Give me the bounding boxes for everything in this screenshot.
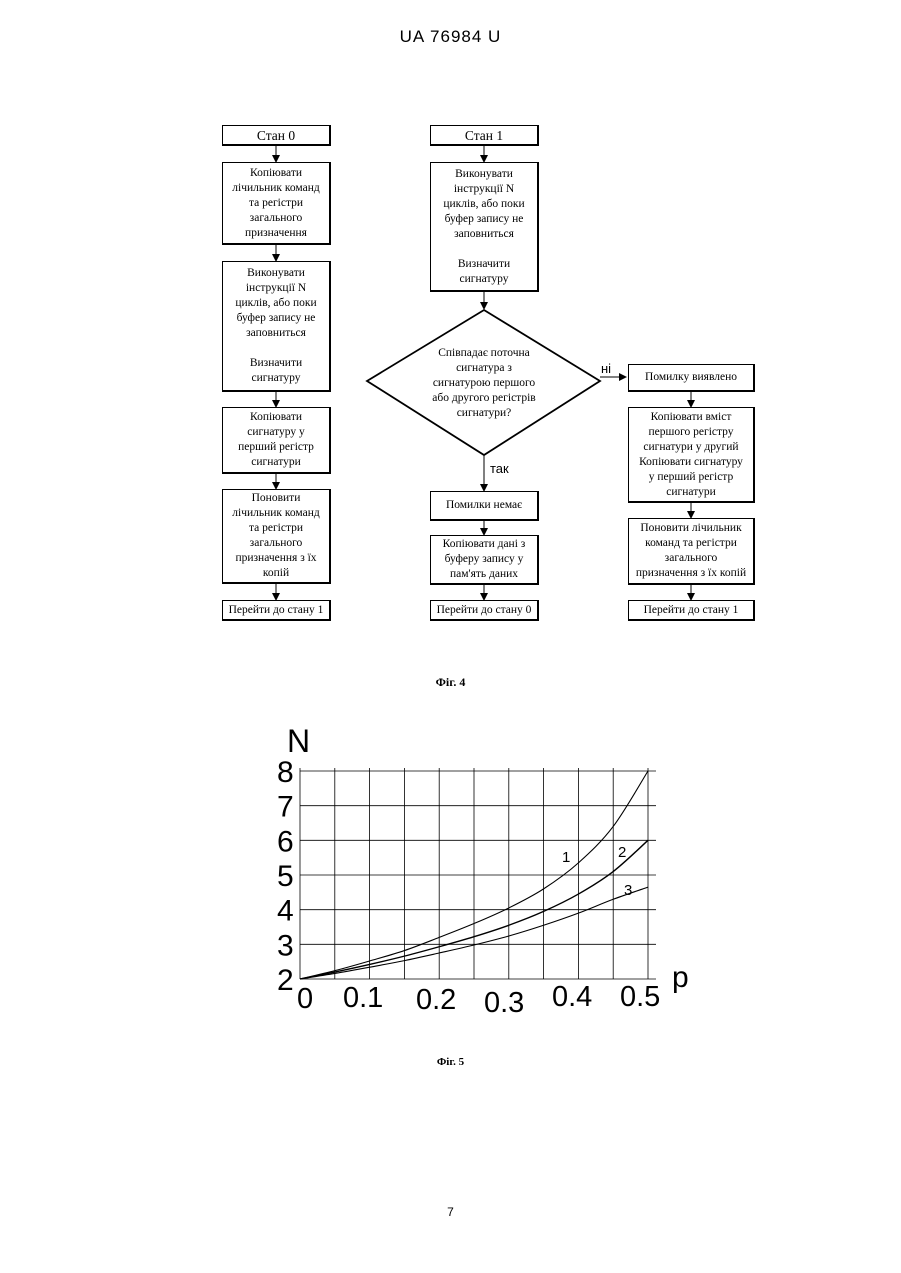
x-tick-label: 0.1: [343, 982, 383, 1014]
series-label-1: 1: [562, 849, 570, 866]
page-number: 7: [0, 1205, 901, 1219]
x-tick-label: 0.5: [620, 981, 660, 1013]
y-tick-label: 7: [277, 791, 294, 824]
y-tick-label: 2: [277, 964, 294, 997]
x-tick-label: 0.2: [416, 984, 456, 1016]
y-tick-label: 4: [277, 895, 294, 928]
x-tick-label: 0.4: [552, 981, 592, 1013]
x-axis-label: p: [672, 961, 689, 994]
series-label-3: 3: [624, 882, 632, 899]
x-tick-label: 0: [297, 983, 313, 1015]
y-tick-label: 6: [277, 825, 294, 858]
y-tick-label: 3: [277, 929, 294, 962]
y-tick-label: 8: [277, 756, 294, 789]
y-axis-label: N: [287, 723, 310, 759]
x-tick-label: 0.3: [484, 987, 524, 1019]
fig5-caption: Фіг. 5: [0, 1056, 901, 1068]
y-tick-label: 5: [277, 860, 294, 893]
series-label-2: 2: [618, 844, 626, 861]
